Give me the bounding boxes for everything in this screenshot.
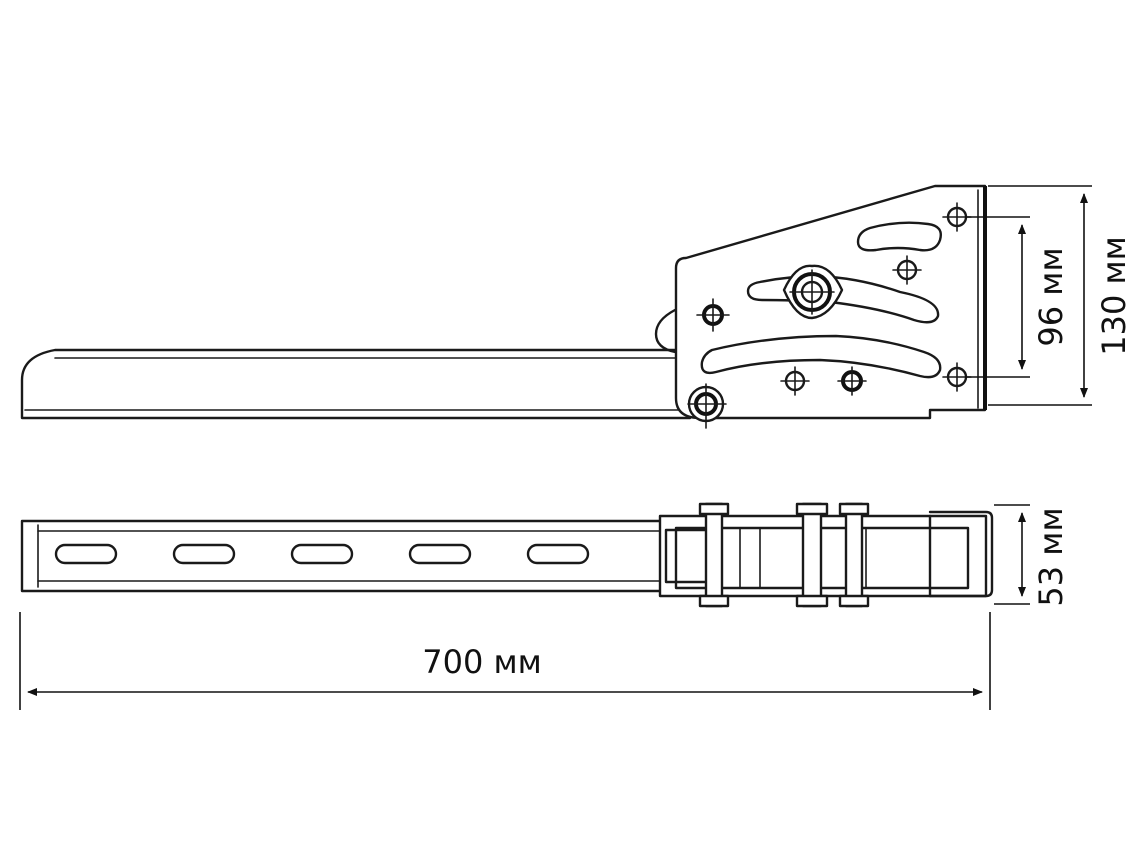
top-bolt-right	[838, 502, 870, 608]
top-arm-slot-1	[54, 543, 118, 565]
dimension-130	[988, 185, 1092, 406]
top-view	[20, 502, 994, 608]
top-arm-slot-3	[290, 543, 354, 565]
top-bolt-left	[698, 502, 730, 608]
dimension-700-label: 700 мм	[422, 643, 542, 681]
side-wing-nut	[782, 264, 844, 320]
dimension-53-label: 53 мм	[1032, 507, 1070, 606]
side-arm	[20, 348, 692, 420]
side-hole-left	[696, 298, 730, 332]
side-slot-lower	[700, 334, 942, 379]
top-bolt-center	[795, 502, 829, 608]
side-view	[20, 184, 987, 429]
dimension-96	[965, 216, 1030, 378]
dimension-700	[19, 612, 991, 710]
side-slot-upper	[856, 221, 942, 252]
top-housing-end	[928, 510, 994, 598]
side-arm-bump	[654, 308, 677, 354]
side-hole-lower-b	[837, 366, 867, 396]
top-arm-slot-2	[172, 543, 236, 565]
dimension-130-label: 130 мм	[1095, 236, 1133, 356]
side-hole-lower-a	[780, 366, 810, 396]
dimension-53	[994, 504, 1030, 605]
dimension-96-label: 96 мм	[1032, 247, 1070, 346]
side-hole-middle-right	[892, 255, 922, 285]
top-arm-slot-4	[408, 543, 472, 565]
side-pivot-bolt	[687, 383, 727, 429]
side-slot-middle	[746, 274, 940, 324]
top-arm-slot-5	[526, 543, 590, 565]
